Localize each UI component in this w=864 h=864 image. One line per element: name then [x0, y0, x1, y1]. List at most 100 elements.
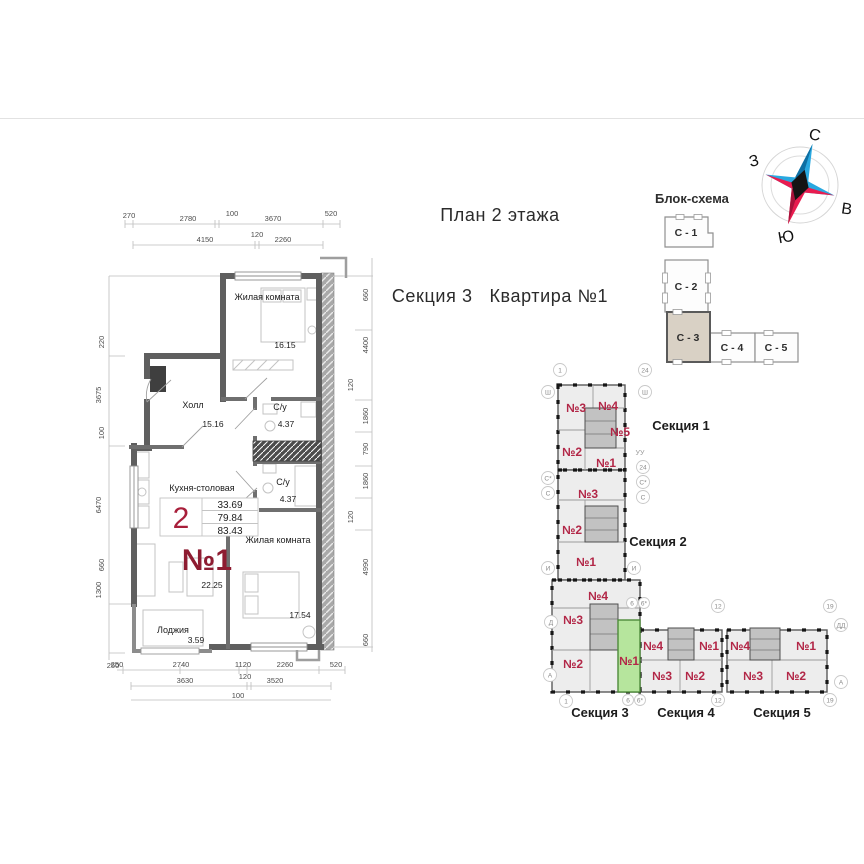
axis-label: ДД: [837, 623, 846, 630]
dim-label: 520: [330, 660, 343, 669]
dim-label: 1300: [95, 582, 103, 599]
s5-apt: №3: [743, 669, 763, 683]
axis-label: Д: [549, 620, 554, 627]
block-s2-label: С - 2: [675, 281, 698, 293]
section3-label: Секция 3: [571, 705, 629, 720]
dim-label: 1860: [361, 473, 370, 490]
s2-apt: №1: [576, 555, 596, 569]
balcony-top-right: [320, 256, 348, 278]
compass-star: [765, 143, 835, 225]
axis-label: УУ: [636, 450, 645, 457]
section5-label: Секция 5: [753, 705, 811, 720]
dim-label: 250: [111, 660, 124, 669]
axis-label: Ш: [545, 390, 551, 397]
block-s3-label: С - 3: [677, 332, 700, 344]
axis-label: Ш: [642, 390, 648, 397]
axis-label: С*: [639, 480, 647, 487]
room-kitchen-area: 22.25: [201, 580, 223, 590]
info-rooms-count: 2: [173, 502, 190, 535]
dim-label: 660: [97, 559, 106, 572]
room-living-top-name: Жилая комната: [234, 292, 299, 302]
dims-bottom: 250 2740 1120 2260 520 3630 120 3520 100: [111, 660, 343, 700]
block-s3-highlighted: [666, 311, 711, 363]
block-s5: [754, 332, 799, 363]
block-schema: Блок-схема С - 1 С - 2 С - 3 С - 4 С - 5: [655, 191, 799, 365]
building-overview: №3 №4 №5 №2 №1 №3 №2 №1 №4 №3 №2 №1 №4 №…: [541, 363, 848, 720]
axis-label: И: [632, 566, 637, 573]
block-s1: [664, 216, 714, 248]
overview-apartment-numbers: №3 №4 №5 №2 №1 №3 №2 №1 №4 №3 №2 №1 №4 №…: [562, 399, 816, 683]
block-s4-label: С - 4: [721, 342, 744, 354]
apartment-plan: 270 2780 100 3670 520 4150 120 2260 220 …: [95, 209, 373, 701]
dim-label: 270: [123, 211, 136, 220]
balcony-bottom-right: [295, 650, 321, 662]
room-wc-bottom-area: 4.37: [280, 494, 297, 504]
dim-label: 4990: [361, 559, 370, 576]
loggia-window: [140, 647, 200, 655]
axis-label: 6*: [641, 601, 648, 608]
s4-apt: №4: [643, 639, 663, 653]
dim-label: 3520: [267, 676, 284, 685]
s1-apt: №2: [562, 445, 582, 459]
axis-label: А: [839, 680, 844, 687]
s2-apt: №3: [578, 487, 598, 501]
room-wc-top-name: С/у: [273, 402, 287, 412]
compass-icon: С З В Ю: [748, 126, 854, 247]
s4-apt: №1: [699, 639, 719, 653]
s1-apt: №4: [598, 399, 618, 413]
s3-apt-highlighted: №1: [619, 654, 639, 668]
dim-label: 3670: [265, 214, 282, 223]
page-title-line1: План 2 этажа: [440, 205, 560, 225]
s3-apt: №2: [563, 657, 583, 671]
s5-apt: №2: [786, 669, 806, 683]
windows: [129, 271, 308, 652]
apartment-info-table: 2 33.69 79.84 83.43 №1: [159, 497, 259, 577]
room-living-bottom-name: Жилая комната: [245, 535, 310, 545]
dim-label: 120: [346, 511, 355, 524]
compass-south-label: Ю: [777, 228, 796, 247]
block-schema-title: Блок-схема: [655, 191, 730, 206]
overview-section-labels: Секция 1 Секция 2 Секция 3 Секция 4 Секц…: [571, 418, 811, 720]
s1-apt: №3: [566, 401, 586, 415]
page-title: План 2 этажа Секция 3 Квартира №1: [310, 148, 690, 364]
dim-label: 3675: [95, 387, 103, 404]
room-living-top-area: 16.15: [274, 340, 296, 350]
dim-label: 6470: [95, 497, 103, 514]
dim-label: 1860: [361, 408, 370, 425]
s2-apt: №2: [562, 523, 582, 537]
block-s2: [664, 259, 709, 313]
info-area2: 79.84: [217, 513, 242, 524]
dim-label: 790: [361, 443, 370, 456]
axis-label: С: [641, 495, 646, 502]
dims-right: 660 4400 120 1860 790 1860 120 4990 660: [346, 289, 370, 647]
axis-label: 19: [826, 698, 834, 705]
axis-label: 6: [630, 601, 634, 608]
section2-label: Секция 2: [629, 534, 687, 549]
dim-label: 3630: [177, 676, 194, 685]
room-loggia-name: Лоджия: [157, 625, 189, 635]
compass-west-label: З: [748, 152, 761, 171]
s3-apt: №4: [588, 589, 608, 603]
dim-label: 100: [97, 427, 106, 440]
axis-markers: 1 24 Ш С* С И Д А Ш УУ 24 С* С И 6 6* 12…: [541, 363, 848, 708]
s3-apt: №3: [563, 613, 583, 627]
s4-apt: №2: [685, 669, 705, 683]
exterior-wall-hatch: [320, 272, 335, 651]
axis-label: 24: [641, 368, 649, 375]
s5-apt: №1: [796, 639, 816, 653]
s4-apt: №3: [652, 669, 672, 683]
dim-label: 660: [361, 634, 370, 647]
top-separator: [0, 118, 864, 119]
axis-label: 6*: [637, 698, 644, 705]
axis-label: 12: [714, 698, 722, 705]
dim-label: 2260: [277, 660, 294, 669]
axis-label: 19: [826, 604, 834, 611]
room-hall-area: 15.16: [202, 419, 224, 429]
dim-label: 4400: [361, 337, 370, 354]
furniture: [134, 287, 319, 647]
dim-label: 120: [239, 672, 252, 681]
dim-label: 220: [97, 336, 106, 349]
dim-label: 120: [346, 379, 355, 392]
info-area3: 83.43: [217, 526, 242, 537]
dims-top: 270 2780 100 3670 520 4150 120 2260: [123, 209, 338, 244]
